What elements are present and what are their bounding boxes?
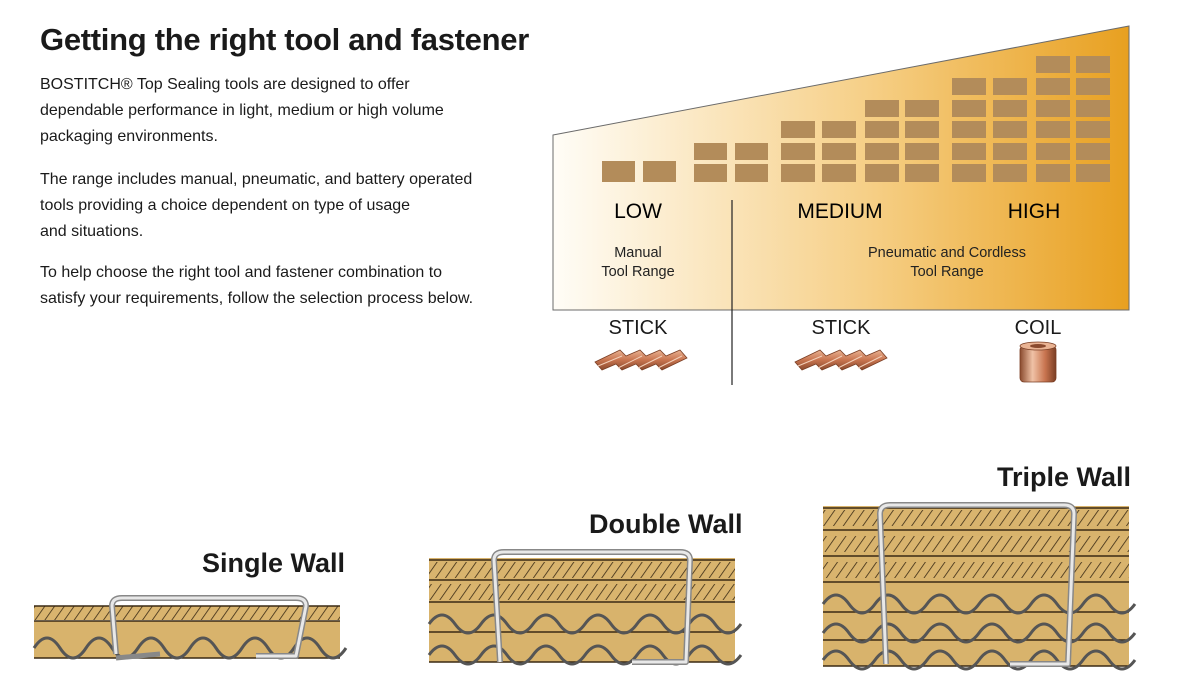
volume-block bbox=[952, 143, 986, 160]
volume-block bbox=[822, 143, 856, 160]
volume-block bbox=[1076, 100, 1110, 117]
volume-block bbox=[905, 121, 939, 138]
volume-block bbox=[1036, 143, 1070, 160]
coil-staple-icon bbox=[1019, 341, 1057, 383]
level-medium: MEDIUM bbox=[797, 200, 882, 223]
volume-block bbox=[781, 164, 815, 182]
level-high: HIGH bbox=[1008, 200, 1061, 223]
volume-block bbox=[1036, 56, 1070, 73]
volume-block bbox=[865, 100, 899, 117]
volume-block bbox=[1076, 143, 1110, 160]
volume-block bbox=[865, 164, 899, 182]
range-line: Manual bbox=[614, 245, 662, 261]
range-line: Tool Range bbox=[601, 264, 675, 280]
intro-line: and situations. bbox=[40, 223, 144, 240]
volume-block bbox=[822, 164, 856, 182]
volume-block bbox=[735, 164, 768, 182]
volume-block bbox=[993, 164, 1027, 182]
range-line: Tool Range bbox=[910, 264, 984, 280]
intro-line: tools providing a choice dependent on ty… bbox=[40, 197, 411, 214]
volume-block bbox=[781, 121, 815, 138]
volume-block bbox=[993, 143, 1027, 160]
triple-wall-label: Triple Wall bbox=[997, 462, 1132, 492]
intro-line: To help choose the right tool and fasten… bbox=[40, 264, 443, 281]
fastener-coil-high: COIL bbox=[1014, 317, 1062, 339]
volume-block bbox=[952, 78, 986, 95]
double-wall-board bbox=[427, 549, 743, 666]
page-title: Getting the right tool and fastener bbox=[40, 22, 529, 57]
intro-line: dependable performance in light, medium … bbox=[40, 102, 444, 119]
volume-block bbox=[865, 143, 899, 160]
volume-block bbox=[1076, 164, 1110, 182]
volume-block bbox=[905, 143, 939, 160]
volume-block bbox=[694, 164, 727, 182]
volume-block bbox=[1036, 78, 1070, 95]
volume-block bbox=[781, 143, 815, 160]
volume-block bbox=[905, 100, 939, 117]
manual-range-label: Manual Tool Range bbox=[568, 244, 708, 282]
intro-paragraph-3: To help choose the right tool and fasten… bbox=[40, 260, 520, 312]
volume-block bbox=[1036, 164, 1070, 182]
pneumatic-range-label: Pneumatic and Cordless Tool Range bbox=[817, 244, 1077, 282]
single-wall-board bbox=[32, 595, 348, 661]
volume-block bbox=[952, 100, 986, 117]
volume-block bbox=[993, 78, 1027, 95]
volume-block bbox=[905, 164, 939, 182]
volume-block bbox=[993, 100, 1027, 117]
stick-staple-icon bbox=[794, 349, 888, 371]
volume-block bbox=[993, 121, 1027, 138]
volume-block bbox=[952, 164, 986, 182]
level-low: LOW bbox=[614, 200, 662, 223]
volume-block bbox=[1036, 100, 1070, 117]
volume-block bbox=[1076, 121, 1110, 138]
range-line: Pneumatic and Cordless bbox=[868, 245, 1026, 261]
volume-block bbox=[1076, 78, 1110, 95]
volume-block bbox=[735, 143, 768, 160]
volume-block bbox=[822, 121, 856, 138]
stick-staple-icon bbox=[594, 349, 688, 371]
volume-block bbox=[952, 121, 986, 138]
intro-line: satisfy your requirements, follow the se… bbox=[40, 290, 474, 307]
intro-line: packaging environments. bbox=[40, 128, 218, 145]
volume-block bbox=[1076, 56, 1110, 73]
intro-line: The range includes manual, pneumatic, an… bbox=[40, 171, 473, 188]
intro-paragraph-2: The range includes manual, pneumatic, an… bbox=[40, 167, 520, 245]
volume-block bbox=[865, 121, 899, 138]
volume-block bbox=[602, 161, 635, 182]
volume-block bbox=[643, 161, 676, 182]
fastener-stick-low: STICK bbox=[608, 317, 668, 339]
volume-block bbox=[694, 143, 727, 160]
volume-blocks bbox=[602, 56, 1110, 182]
intro-line: BOSTITCH® Top Sealing tools are designed… bbox=[40, 76, 410, 93]
volume-block bbox=[1036, 121, 1070, 138]
triple-wall-board bbox=[821, 502, 1137, 671]
intro-paragraph-1: BOSTITCH® Top Sealing tools are designed… bbox=[40, 72, 520, 150]
fastener-stick-medium: STICK bbox=[811, 317, 871, 339]
single-wall-label: Single Wall bbox=[202, 548, 346, 578]
double-wall-label: Double Wall bbox=[589, 509, 743, 539]
